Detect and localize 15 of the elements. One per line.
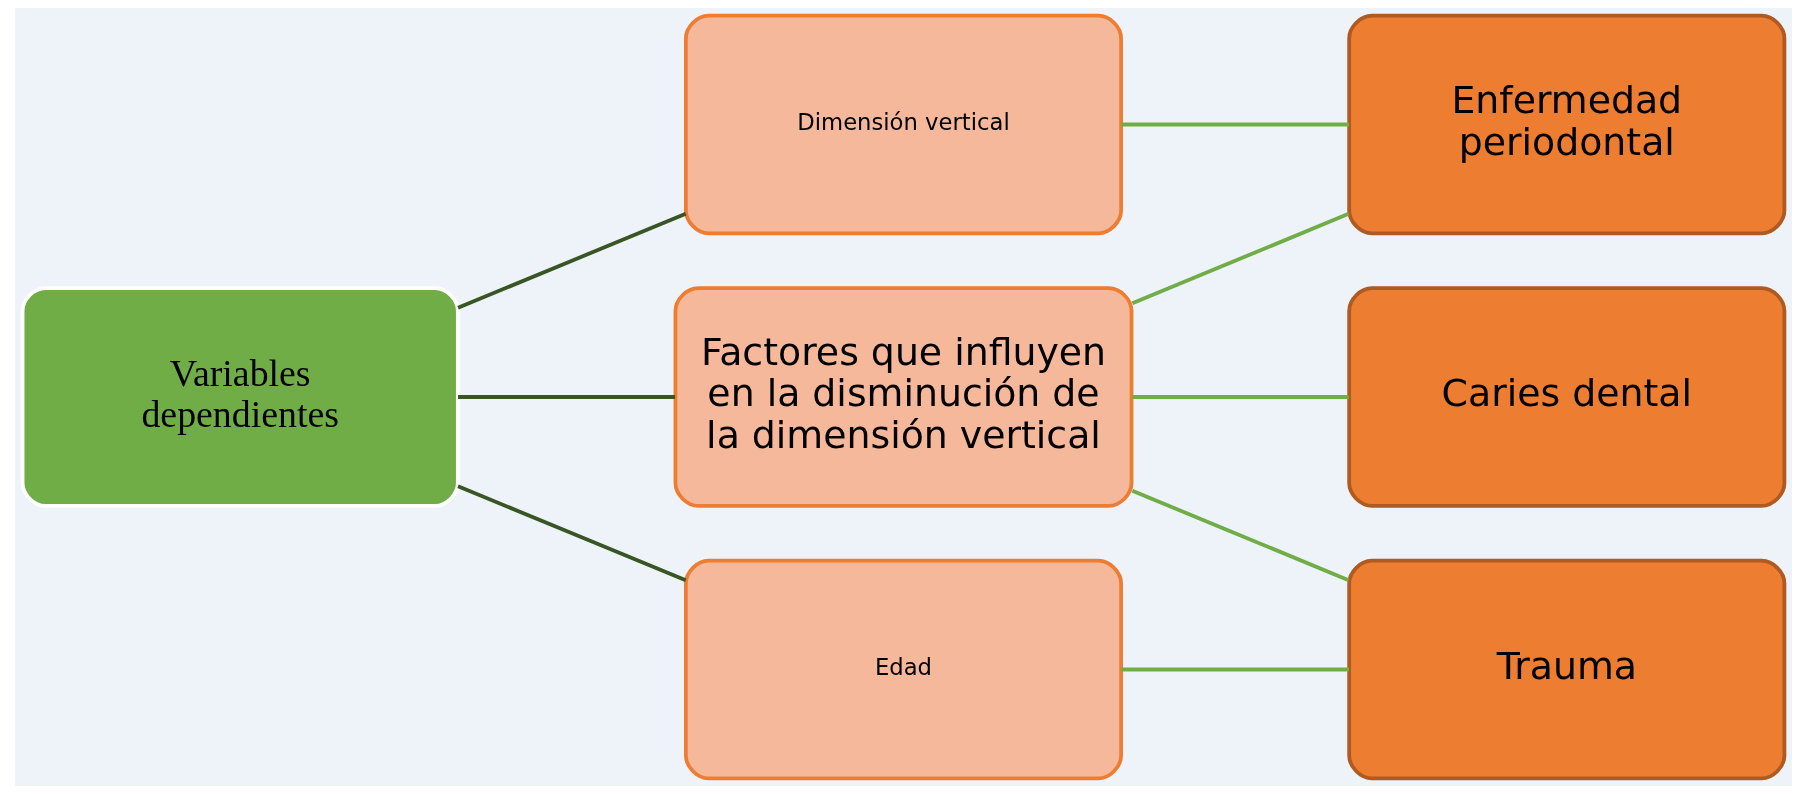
node-box: Edad [684,558,1124,781]
node-box: Trauma [1347,558,1787,781]
node-box: Dimensión vertical [684,13,1124,236]
connector [1132,395,1349,399]
node-box: Variables dependientes [20,286,460,508]
node-box: Caries dental [1347,286,1787,508]
connector [1131,489,1350,582]
connector [1121,667,1350,672]
node-box: Factores que influyen en la disminución de la dimensión vertical [673,286,1134,508]
connector [457,211,687,310]
connector [1131,212,1350,305]
connector [457,484,687,583]
connector [458,395,675,399]
connector [1121,122,1350,127]
node-box: Enfermedad periodontal [1347,13,1787,236]
